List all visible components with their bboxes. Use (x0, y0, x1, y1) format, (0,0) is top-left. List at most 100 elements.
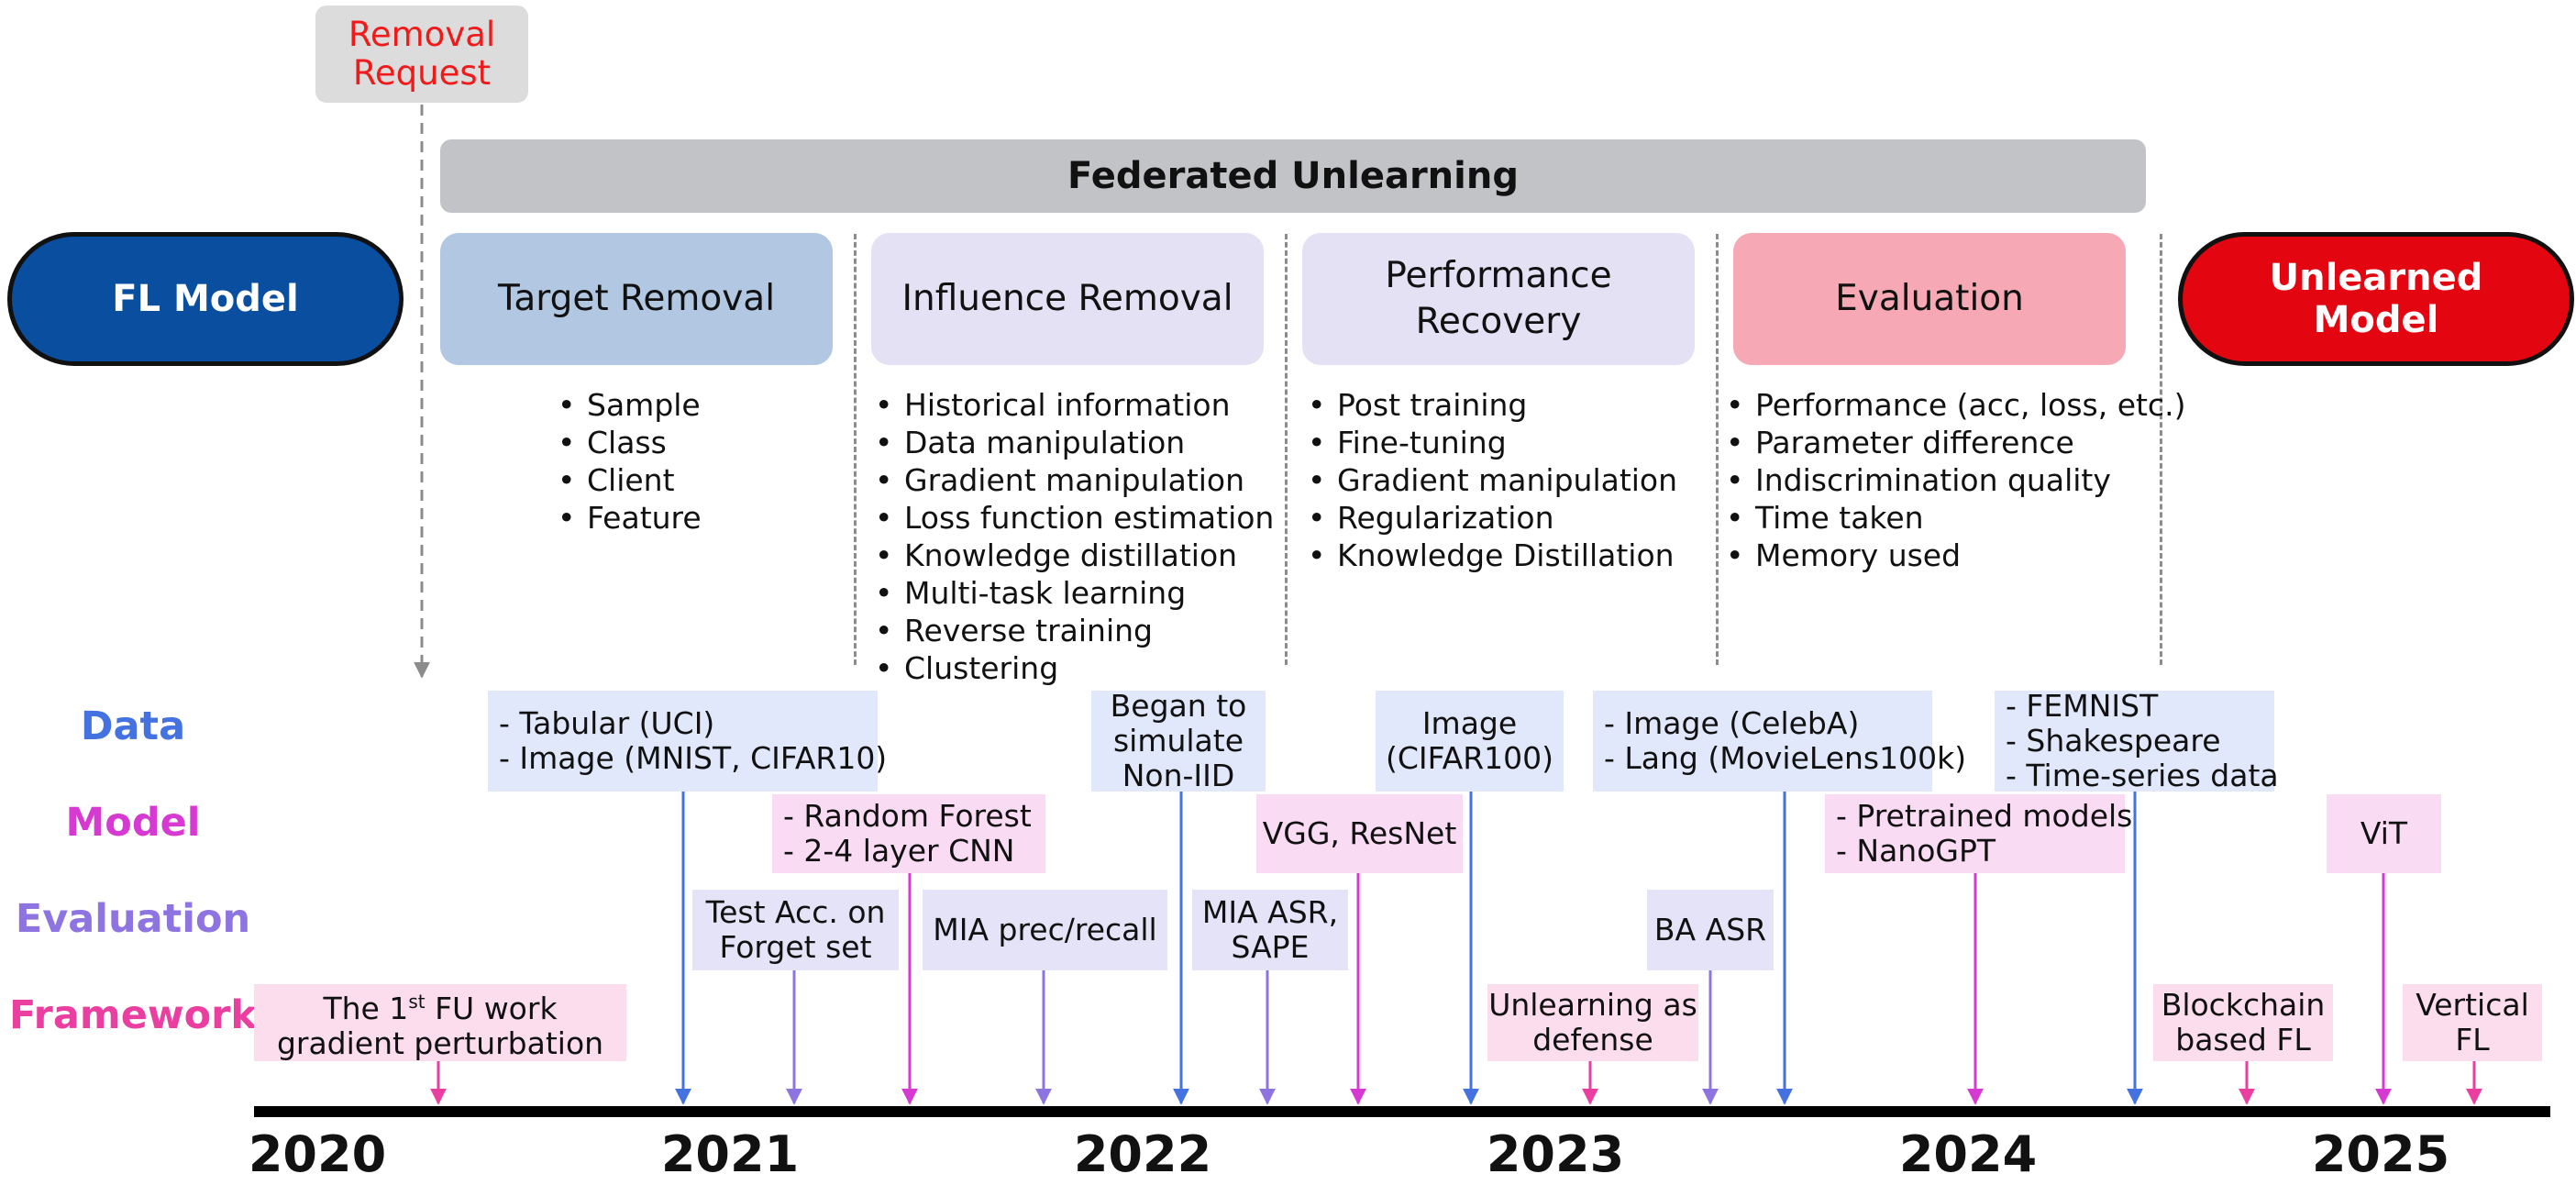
callout-line: MIA prec/recall (933, 912, 1157, 947)
callout-data-celeba: - Image (CelebA) - Lang (MovieLens100k) (1593, 691, 1966, 792)
stage-evaluation: Evaluation (1733, 233, 2126, 365)
stage-title: Target Removal (497, 278, 776, 319)
callout-line: Non-IID (1122, 758, 1235, 793)
callout-text: FU work (425, 991, 558, 1026)
list-item: Gradient manipulation (873, 461, 1274, 499)
callout-line: Image (1421, 705, 1518, 741)
stage-divider (1285, 234, 1288, 665)
list-item: Historical information (873, 386, 1274, 424)
callout-line: - Time-series data (2006, 758, 2279, 793)
callout-data-2021: - Tabular (UCI) - Image (MNIST, CIFAR10) (488, 691, 887, 792)
target-removal-list: Sample Class Client Feature (556, 386, 702, 537)
list-item: Class (556, 424, 702, 461)
callout-fw-blockchain: Blockchain based FL (2153, 984, 2333, 1061)
callout-line: FL (2455, 1022, 2490, 1058)
row-label-model: Model (65, 800, 201, 846)
callout-eval-2021: Test Acc. on Forget set (692, 890, 899, 970)
row-label-data: Data (80, 703, 186, 749)
callout-line: SAPE (1231, 929, 1310, 965)
callout-line: Test Acc. on (705, 894, 886, 930)
callout-line: defense (1532, 1022, 1653, 1058)
year-label: 2025 (2311, 1125, 2450, 1183)
federated-unlearning-banner: Federated Unlearning (440, 139, 2146, 213)
influence-removal-list: Historical information Data manipulation… (873, 386, 1274, 687)
list-item: Sample (556, 386, 702, 424)
callout-text: The 1 (323, 991, 409, 1026)
fl-model-pill: FL Model (7, 232, 404, 366)
unlearned-model-line1: Unlearned (2269, 257, 2483, 299)
removal-request-line1: Removal (348, 15, 496, 54)
list-item: Post training (1306, 386, 1677, 424)
list-item: Client (556, 461, 702, 499)
callout-line: - FEMNIST (2006, 688, 2159, 724)
list-item: Reverse training (873, 612, 1274, 649)
callout-line: - Random Forest (783, 798, 1032, 834)
year-label: 2022 (1073, 1125, 1212, 1183)
list-item: Performance (acc, loss, etc.) (1724, 386, 2185, 424)
callout-line: ViT (2360, 815, 2408, 851)
callout-model-vgg: VGG, ResNet (1256, 794, 1463, 873)
callout-line: Blockchain (2161, 987, 2326, 1023)
callout-line: - Pretrained models (1836, 798, 2133, 834)
callout-data-femnist: - FEMNIST - Shakespeare - Time-series da… (1995, 689, 2279, 793)
stage-divider (1716, 234, 1719, 665)
list-item: Memory used (1724, 537, 2185, 574)
callout-line: (CIFAR100) (1386, 740, 1553, 776)
callout-line: - Shakespeare (2006, 723, 2221, 759)
callout-line: Began to (1110, 688, 1247, 724)
stage-influence-removal: Influence Removal (871, 233, 1264, 365)
callout-line: The 1st FU work (277, 984, 603, 1026)
callout-line: VGG, ResNet (1262, 815, 1457, 851)
row-label-evaluation: Evaluation (15, 896, 251, 942)
callout-line: - Tabular (UCI) (499, 705, 715, 741)
stage-title: Influence Removal (901, 278, 1233, 319)
callout-line: simulate (1112, 723, 1244, 759)
callout-fw-vertical: Vertical FL (2403, 984, 2542, 1061)
list-item: Time taken (1724, 499, 2185, 537)
callout-line: - Image (CelebA) (1604, 705, 1860, 741)
callout-line: Forget set (719, 929, 872, 965)
row-label-framework: Framework (9, 992, 257, 1038)
list-item: Fine-tuning (1306, 424, 1677, 461)
stage-title-line1: Performance (1385, 255, 1612, 296)
callout-eval-ba: BA ASR (1647, 890, 1774, 970)
list-item: Clustering (873, 649, 1274, 687)
stage-title-line2: Recovery (1415, 301, 1582, 342)
year-label: 2021 (660, 1125, 800, 1183)
year-label: 2023 (1486, 1125, 1625, 1183)
list-item: Gradient manipulation (1306, 461, 1677, 499)
timeline-axis (254, 1106, 2550, 1117)
unlearned-model-pill: Unlearned Model (2178, 232, 2574, 366)
callout-line: - 2-4 layer CNN (783, 833, 1015, 869)
unlearned-model-line2: Model (2313, 299, 2439, 341)
list-item: Feature (556, 499, 702, 537)
year-label: 2020 (248, 1125, 387, 1183)
callout-line: BA ASR (1653, 912, 1767, 947)
evaluation-list: Performance (acc, loss, etc.) Parameter … (1724, 386, 2185, 574)
callout-superscript: st (408, 991, 426, 1013)
callout-line: MIA ASR, (1201, 894, 1339, 930)
callout-data-2022: Began to simulate Non-IID (1091, 688, 1266, 793)
callout-line: - Lang (MovieLens100k) (1604, 740, 1967, 776)
callout-eval-mia: MIA prec/recall (923, 890, 1167, 970)
stage-divider (854, 234, 857, 665)
year-label: 2024 (1898, 1125, 2038, 1183)
list-item: Multi-task learning (873, 574, 1274, 612)
callout-model-vit: ViT (2327, 794, 2441, 873)
callout-line: based FL (2175, 1022, 2311, 1058)
list-item: Indiscrimination quality (1724, 461, 2185, 499)
list-item: Loss function estimation (873, 499, 1274, 537)
list-item: Data manipulation (873, 424, 1274, 461)
callout-fw-first: The 1st FU work gradient perturbation (254, 984, 626, 1061)
callout-eval-asr: MIA ASR, SAPE (1192, 890, 1348, 970)
callout-fw-defense: Unlearning as defense (1487, 984, 1698, 1061)
list-item: Parameter difference (1724, 424, 2185, 461)
stage-title: Evaluation (1835, 278, 2024, 319)
stage-target-removal: Target Removal (440, 233, 833, 365)
removal-request-line2: Request (352, 53, 492, 93)
callout-line: - NanoGPT (1836, 833, 1996, 869)
callout-line: - Image (MNIST, CIFAR10) (499, 740, 888, 776)
list-item: Knowledge distillation (873, 537, 1274, 574)
list-item: Regularization (1306, 499, 1677, 537)
